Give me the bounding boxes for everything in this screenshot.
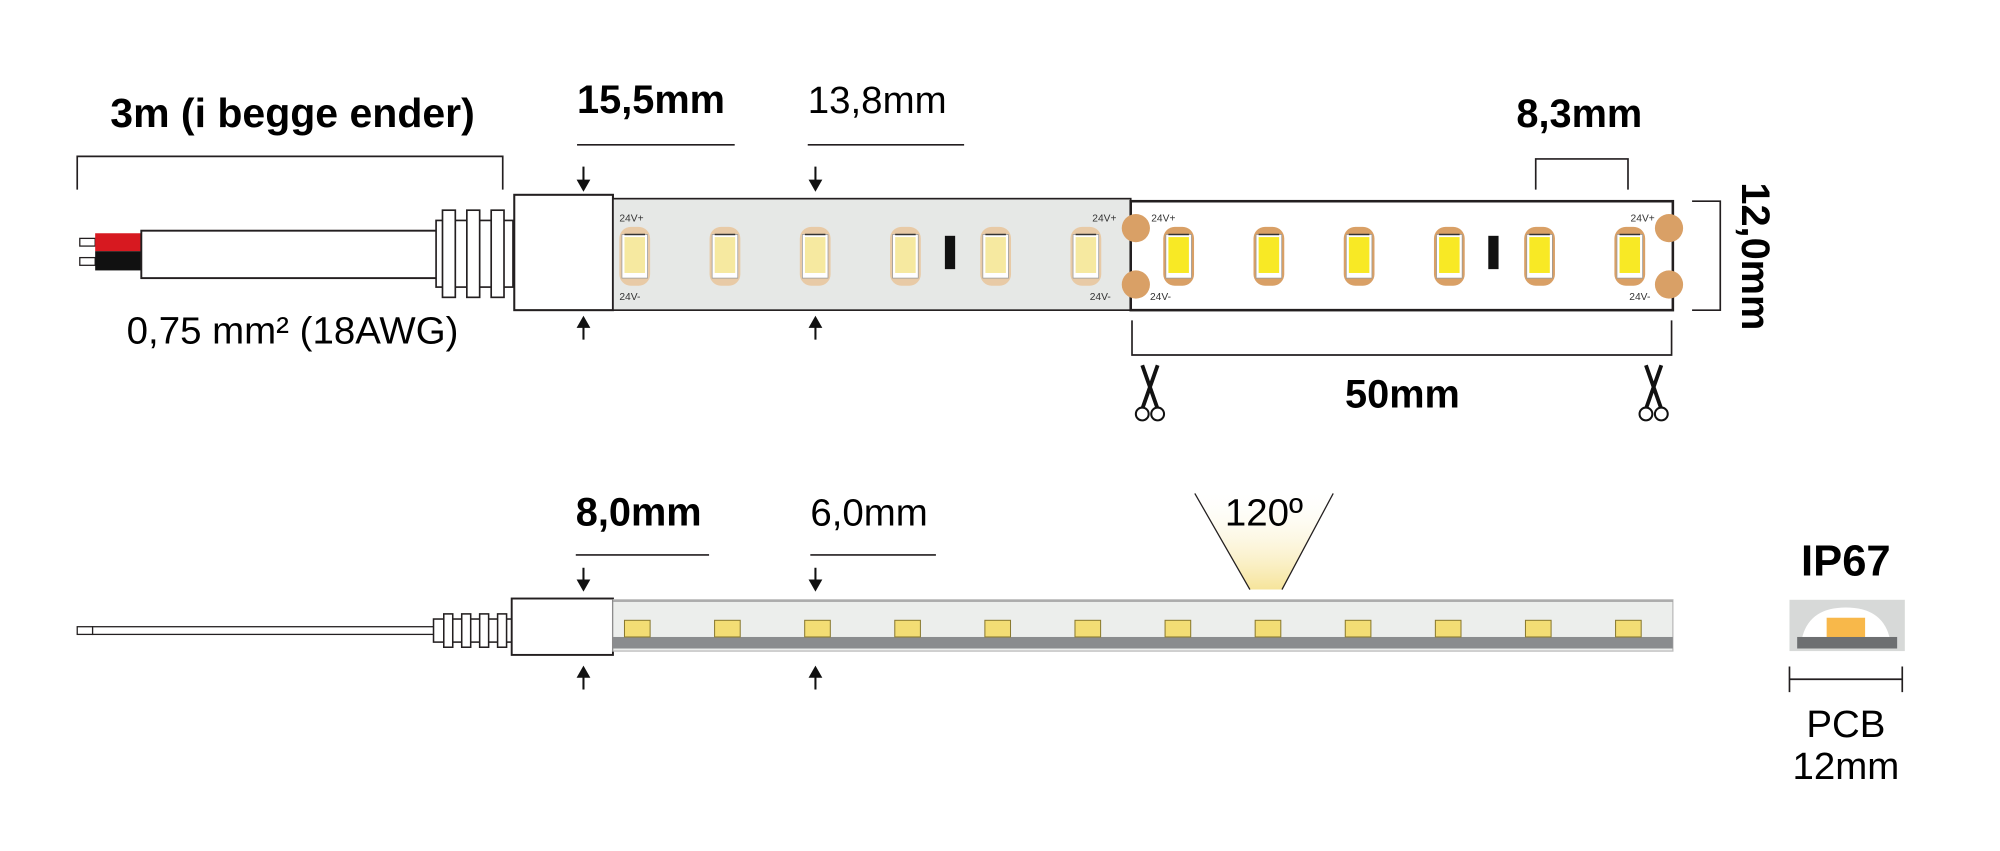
led-top (1524, 226, 1555, 286)
led-top (980, 226, 1012, 286)
solder-pads (1121, 214, 1684, 299)
pcb-label: PCB (1806, 703, 1885, 746)
scissors-icon (1133, 363, 1166, 423)
beam-angle-label: 120º (1225, 491, 1303, 534)
led-top (1433, 226, 1465, 286)
led-top (1163, 226, 1195, 286)
led-top (799, 226, 831, 286)
side-leds (623, 619, 1642, 638)
led-top (1614, 226, 1646, 286)
pcb-width-bracket-small (1788, 666, 1904, 693)
top-leds (619, 226, 1646, 286)
dimension-arrows-side (576, 567, 823, 690)
cable-side (91, 626, 440, 636)
led-top (1343, 226, 1375, 286)
led-side (714, 619, 741, 638)
led-side (623, 619, 651, 638)
end-cap-side (510, 597, 614, 656)
top-view: 3m (i begge ender) 15,5mm 13,8mm (76, 78, 1777, 423)
led-side (1434, 619, 1462, 638)
beam-angle-cone (1194, 493, 1334, 590)
wire-black (95, 251, 143, 271)
silicone-covered-section (612, 197, 1132, 311)
led-top (709, 226, 741, 286)
pcb-side (612, 636, 1673, 649)
pad-label: 24V+ (1631, 214, 1655, 225)
led-top (1070, 226, 1102, 286)
pad-label: 24V+ (619, 214, 643, 225)
dimension-arrows (576, 166, 823, 340)
wire-gauge-label: 0,75 mm² (18AWG) (127, 309, 459, 352)
led-top (890, 226, 921, 286)
cross-section: IP67 PCB 12mm (1788, 537, 1905, 788)
ip-rating-label: IP67 (1801, 537, 1891, 585)
pad-label: 24V- (1150, 292, 1171, 303)
resistor (944, 235, 956, 270)
pad-label: 24V- (1090, 292, 1111, 303)
pad-label: 24V+ (1151, 214, 1175, 225)
cable-length-bracket (76, 155, 504, 190)
led-side (804, 619, 831, 638)
strip-height-label: 6,0mm (810, 491, 927, 534)
end-cap (513, 193, 614, 312)
led-top (1253, 226, 1285, 286)
strip-width-label: 13,8mm (808, 79, 947, 122)
wire-tip-red (79, 237, 96, 247)
scissors-icon (1637, 363, 1670, 423)
cable-jacket (140, 229, 439, 280)
pad-label: 24V- (1629, 292, 1650, 303)
side-view: 8,0mm 6,0mm 120º (76, 490, 1674, 690)
led-pitch-bracket (1534, 158, 1629, 190)
led-side (894, 619, 921, 638)
led-side (1524, 619, 1552, 638)
pcb-width-label: 12,0mm (1733, 182, 1777, 330)
strain-relief (435, 209, 514, 299)
end-cap-height-label: 8,0mm (576, 490, 702, 534)
led-chip (1826, 617, 1866, 639)
led-side (1074, 619, 1102, 638)
pcb-width-small-label: 12mm (1792, 745, 1899, 788)
led-side (1164, 619, 1192, 638)
pad-label: 24V- (619, 292, 640, 303)
wire-tip-black (79, 256, 96, 266)
led-side (1344, 619, 1372, 638)
resistor (1488, 235, 1499, 270)
led-pitch-label: 8,3mm (1516, 92, 1642, 136)
cut-length-label: 50mm (1345, 373, 1460, 417)
pad-label: 24V+ (1092, 214, 1116, 225)
led-side (984, 619, 1012, 638)
strain-relief-side (432, 613, 514, 648)
led-top (619, 226, 651, 286)
end-cap-length-label: 15,5mm (577, 78, 725, 122)
wire-tip (76, 626, 94, 636)
pcb-width-bracket (1692, 200, 1722, 311)
led-side (1615, 619, 1642, 638)
led-side (1254, 619, 1282, 638)
cable-length-label: 3m (i begge ender) (110, 90, 475, 136)
cut-length-bracket (1131, 320, 1673, 356)
bare-pcb-section (1129, 199, 1675, 312)
cable (79, 209, 514, 299)
wire-red (95, 233, 143, 252)
pcb-profile (1797, 636, 1898, 649)
